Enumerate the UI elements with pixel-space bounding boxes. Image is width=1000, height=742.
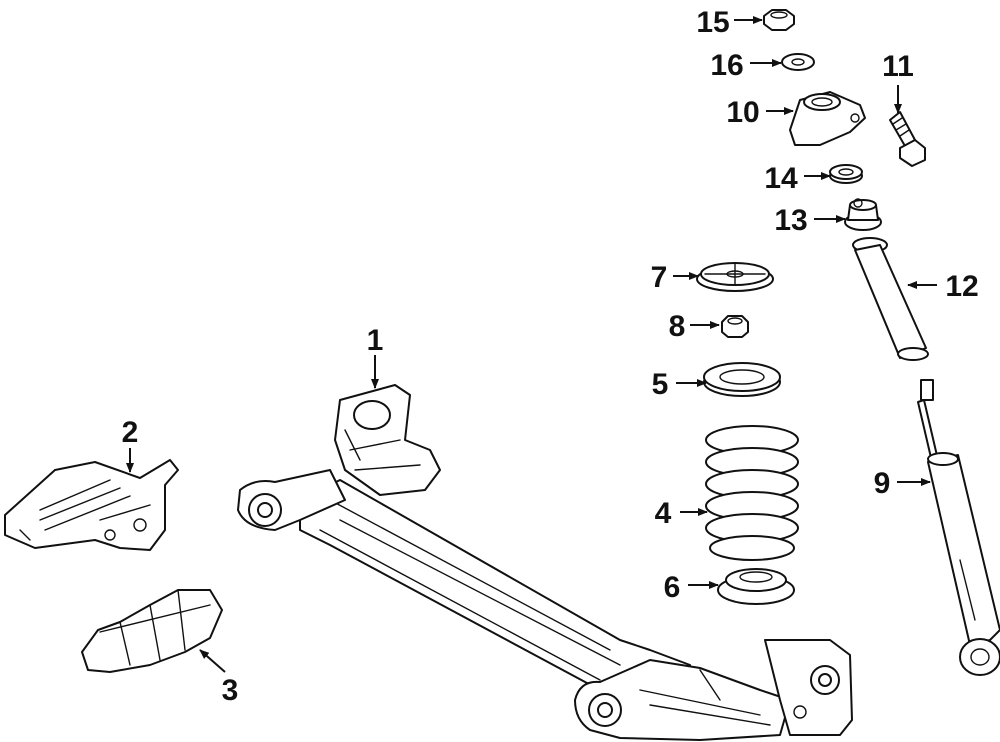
callout-4: 4 [655,497,672,530]
part-10-upper-mount-bracket [789,91,866,146]
callout-12: 12 [945,270,978,303]
callout-1: 1 [367,324,384,357]
part-2-bracket [4,459,179,551]
part-3-shield [81,589,223,673]
callout-arrows [126,16,937,673]
callout-5: 5 [652,368,669,401]
part-5-upper-spring-insulator [703,362,781,397]
part-6-lower-spring-insulator [717,568,795,605]
part-9-shock-absorber [917,379,1000,676]
callout-numbers: 1 2 3 4 5 6 7 8 9 10 11 12 13 14 15 16 [122,6,979,707]
arrow-3 [199,649,226,673]
callout-13: 13 [774,204,807,237]
part-4-coil-spring [705,425,799,561]
part-15-nut [763,9,795,31]
callout-16: 16 [710,49,743,82]
callout-11: 11 [882,50,914,83]
callout-2: 2 [122,416,139,449]
callout-7: 7 [651,261,668,294]
callout-10: 10 [726,96,759,129]
callout-9: 9 [874,467,891,500]
part-14-washer [829,164,863,184]
part-8-nut [721,315,749,338]
callout-8: 8 [669,310,686,343]
part-1-rear-axle-beam [237,384,853,741]
part-16-washer [781,53,815,71]
callout-6: 6 [664,571,681,604]
callout-3: 3 [222,674,239,707]
part-13-bump-stop [844,198,882,231]
part-11-bolt [889,111,926,167]
callout-14: 14 [764,162,798,195]
callout-15: 15 [696,6,729,39]
part-12-dust-boot [852,237,929,361]
part-7-mount-plate [696,262,774,292]
